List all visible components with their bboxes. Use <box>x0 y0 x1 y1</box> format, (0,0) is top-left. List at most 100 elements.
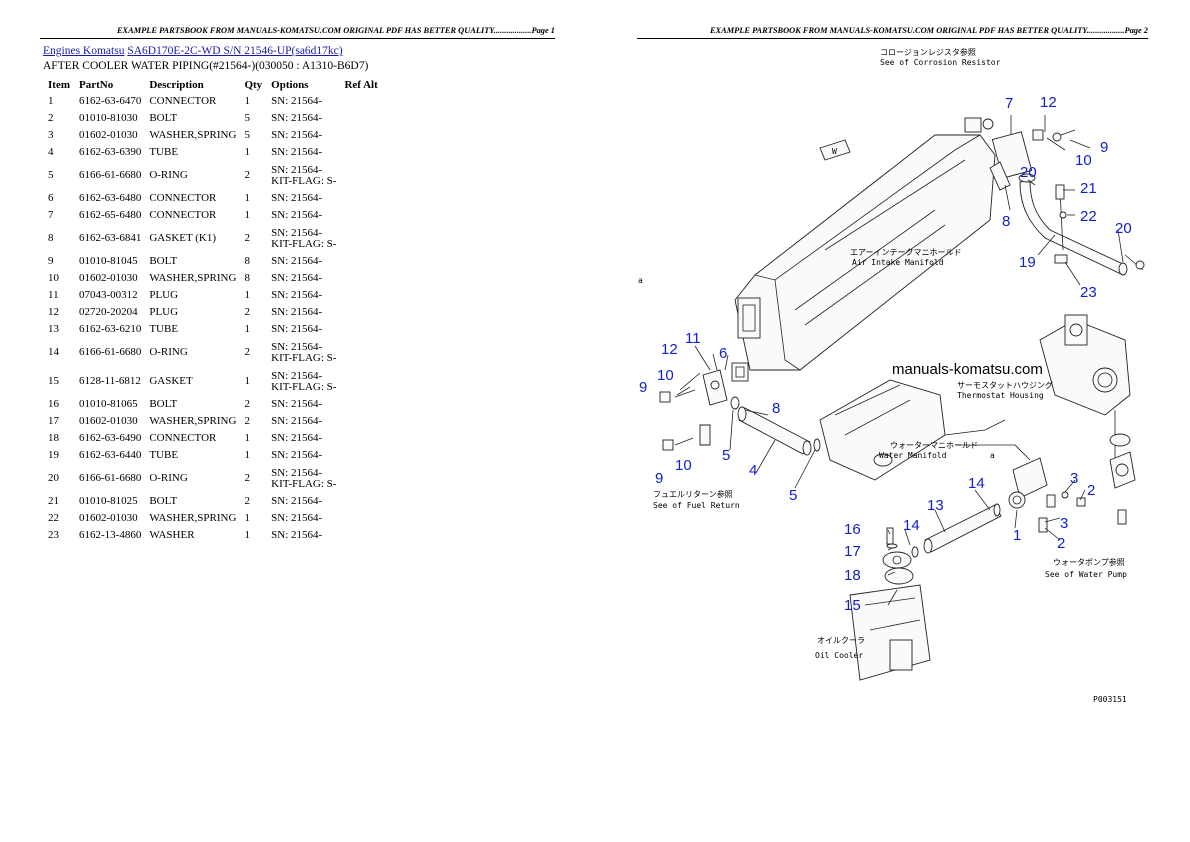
cell-qty: 1 <box>244 289 250 301</box>
cell-description: BOLT <box>149 112 178 124</box>
col-qty-header: Qty <box>244 78 263 91</box>
cell-options: SN: 21564- <box>266 304 339 321</box>
col-partno-header: PartNo <box>79 78 114 91</box>
callout-9b: 9 <box>1100 139 1108 156</box>
cell-options: SN: 21564-KIT-FLAG: S- <box>266 161 339 190</box>
cell-partno: 01010-81030 <box>79 112 138 124</box>
cell-options: SN: 21564- <box>266 190 339 207</box>
cell-description: BOLT <box>149 398 178 410</box>
cell-refalt <box>339 110 381 127</box>
cell-refalt <box>339 190 381 207</box>
cell-description: WASHER,SPRING <box>149 129 237 141</box>
col-options-header: Options <box>271 78 309 91</box>
page-2: EXAMPLE PARTSBOOK FROM MANUALS-KOMATSU.C… <box>595 0 1190 842</box>
cell-partno: 6166-61-6680 <box>79 346 142 358</box>
options-sn: SN: 21564- <box>271 112 323 124</box>
cell-refalt <box>339 413 381 430</box>
options-kit-flag: KIT-FLAG: S- <box>271 380 337 393</box>
callout-15: 15 <box>844 597 861 614</box>
cell-options: SN: 21564- <box>266 527 339 544</box>
cell-qty: 2 <box>244 398 250 410</box>
cell-qty: 8 <box>244 272 250 284</box>
cell-item: 20 <box>48 472 59 484</box>
cell-qty: 1 <box>244 146 250 158</box>
cell-refalt <box>339 493 381 510</box>
cell-options: SN: 21564- <box>266 93 339 110</box>
callout-20b: 20 <box>1115 220 1132 237</box>
cell-options: SN: 21564- <box>266 270 339 287</box>
cell-partno: 6162-63-6480 <box>79 192 142 204</box>
cell-partno: 6166-61-6680 <box>79 472 142 484</box>
cell-item: 8 <box>48 232 54 244</box>
cell-item: 19 <box>48 449 59 461</box>
options-kit-flag: KIT-FLAG: S- <box>271 174 337 187</box>
fuel-return-label-en: See of Fuel Return <box>653 501 740 510</box>
cell-qty: 1 <box>244 529 250 541</box>
options-sn: SN: 21564- <box>271 529 323 541</box>
options-sn: SN: 21564- <box>271 432 323 444</box>
cell-refalt <box>339 93 381 110</box>
cell-item: 18 <box>48 432 59 444</box>
options-sn: SN: 21564- <box>271 95 323 107</box>
breadcrumb-link-engines[interactable]: Engines Komatsu <box>43 45 125 57</box>
cell-description: O-RING <box>149 169 188 181</box>
cell-description: TUBE <box>149 449 179 461</box>
direction-arrow-w: W <box>819 139 851 161</box>
cell-refalt <box>339 367 381 396</box>
cell-description: PLUG <box>149 306 179 318</box>
cell-item: 4 <box>48 146 54 158</box>
cell-options: SN: 21564- <box>266 321 339 338</box>
mark-a-arrow: a <box>990 451 995 460</box>
callout-10b: 10 <box>1075 152 1092 169</box>
cell-refalt <box>339 510 381 527</box>
cell-description: O-RING <box>149 346 188 358</box>
options-sn: SN: 21564- <box>271 449 323 461</box>
cell-description: WASHER <box>149 529 195 541</box>
watermark: manuals-komatsu.com <box>892 361 1043 378</box>
cell-options: SN: 21564-KIT-FLAG: S- <box>266 464 339 493</box>
cell-qty: 5 <box>244 112 250 124</box>
col-item-header: Item <box>48 78 70 91</box>
cell-description: CONNECTOR <box>149 209 217 221</box>
cell-partno: 6162-63-6470 <box>79 95 142 107</box>
corrosion-label-jp: コロージョンレジスタ参照 <box>880 47 976 57</box>
cell-item: 1 <box>48 95 54 107</box>
water-pump-label-en: See of Water Pump <box>1045 570 1127 579</box>
callout-5: 5 <box>722 447 730 464</box>
cell-refalt <box>339 224 381 253</box>
cell-refalt <box>339 270 381 287</box>
cell-options: SN: 21564- <box>266 207 339 224</box>
cell-item: 22 <box>48 512 59 524</box>
cell-options: SN: 21564- <box>266 413 339 430</box>
breadcrumb-link-model[interactable]: SA6D170E-2C-WD S/N 21546-UP(sa6d17kc) <box>127 45 343 57</box>
cell-options: SN: 21564-KIT-FLAG: S- <box>266 224 339 253</box>
callout-4: 4 <box>749 462 757 479</box>
cell-description: TUBE <box>149 146 179 158</box>
callout-12b: 12 <box>1040 94 1057 111</box>
thermostat-housing-drawing <box>1039 314 1131 480</box>
callout-7: 7 <box>1005 95 1013 112</box>
diagram-labels: コロージョンレジスタ参照 See of Corrosion Resistor エ… <box>638 47 1127 704</box>
callout-8: 8 <box>772 400 780 417</box>
cell-partno: 6162-63-6390 <box>79 146 142 158</box>
cell-partno: 07043-00312 <box>79 289 138 301</box>
fuel-return-label-jp: フュエルリターン参照 <box>653 489 733 499</box>
cell-description: WASHER,SPRING <box>149 272 237 284</box>
callout-6: 6 <box>719 345 727 362</box>
cell-refalt <box>339 338 381 367</box>
breadcrumb: Engines Komatsu SA6D170E-2C-WD S/N 21546… <box>43 45 343 57</box>
callout-3: 3 <box>1060 515 1068 532</box>
cell-refalt <box>339 144 381 161</box>
page-1: EXAMPLE PARTSBOOK FROM MANUALS-KOMATSU.C… <box>40 26 555 544</box>
water-manifold-label-en: Water Manifold <box>879 451 947 460</box>
